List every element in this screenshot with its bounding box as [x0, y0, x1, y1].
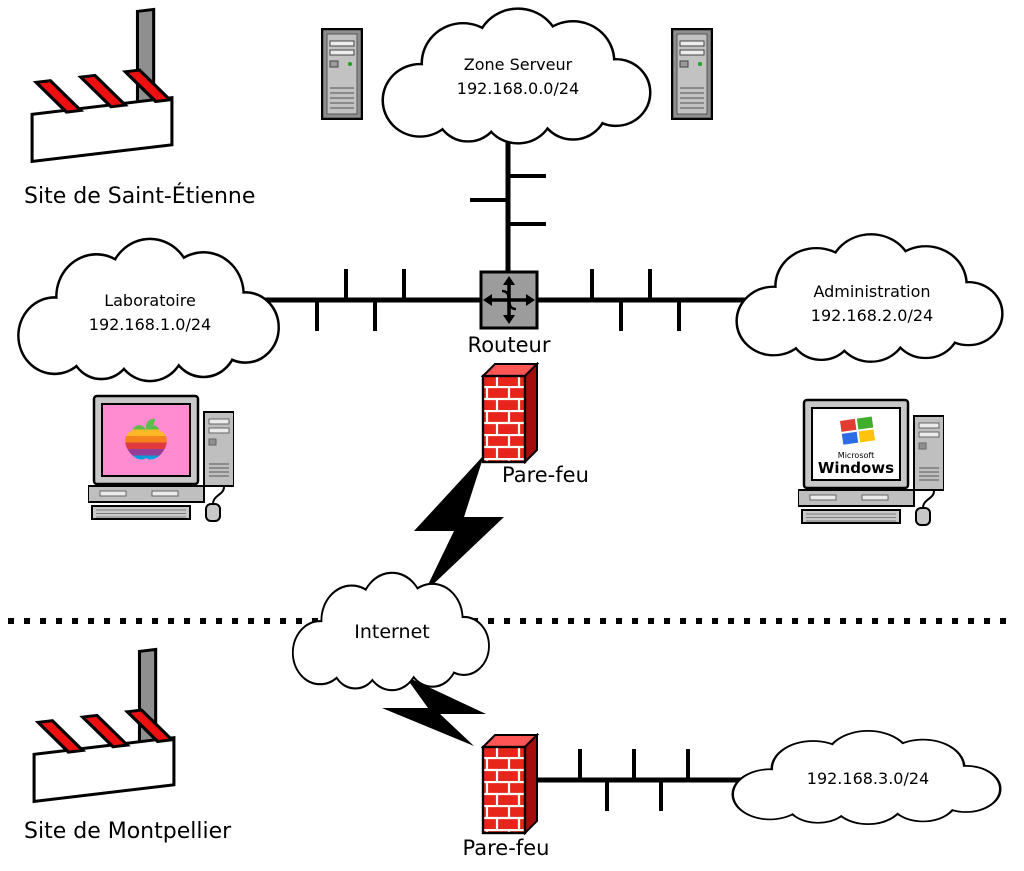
- windows-brand-text: Microsoft: [838, 451, 874, 460]
- montpellier-lan-subnet: 192.168.3.0/24: [807, 769, 929, 788]
- site-montpellier: Site de Montpellier: [24, 645, 232, 844]
- factory-icon: [30, 5, 174, 163]
- lightning-link-icon: [414, 455, 504, 593]
- firewall-icon: [481, 733, 539, 835]
- internet-name: Internet: [354, 621, 429, 643]
- cloud-administration: Administration 192.168.2.0/24: [738, 235, 1001, 360]
- laboratoire-subnet: 192.168.1.0/24: [89, 315, 211, 334]
- zone-serveur-name: Zone Serveur: [464, 55, 573, 74]
- router-s-curve-icon: [501, 289, 517, 311]
- backbone-bus-taps: [315, 269, 681, 331]
- firewall-icon: [481, 362, 539, 464]
- windows-screen: [811, 407, 901, 481]
- server-tower-icon: [671, 28, 713, 120]
- laboratoire-name: Laboratoire: [104, 291, 196, 310]
- windows-workstation: Microsoft Windows: [798, 398, 944, 527]
- windows-os-text: Windows: [818, 459, 894, 477]
- router-label: Routeur: [468, 333, 551, 357]
- zone-serveur-subnet: 192.168.0.0/24: [457, 79, 579, 98]
- cloud-zone-serveur: Zone Serveur 192.168.0.0/24: [384, 10, 649, 142]
- site-montpellier-label: Site de Montpellier: [24, 819, 232, 844]
- administration-name: Administration: [813, 282, 930, 301]
- router: Routeur: [468, 270, 551, 357]
- windows-logo-icon: [840, 416, 876, 445]
- cloud-laboratoire: Laboratoire 192.168.1.0/24: [20, 240, 278, 380]
- firewall-montpellier-label: Pare-feu: [463, 836, 550, 860]
- mac-workstation: [88, 394, 234, 523]
- apple-leaf: [145, 418, 155, 429]
- cloud-shape: [20, 240, 278, 380]
- cloud-montpellier-lan: 192.168.3.0/24: [734, 732, 999, 824]
- server-bus: [470, 140, 546, 273]
- site-saint-etienne: Site de Saint-Étienne: [24, 5, 255, 209]
- lightning-link-icon: [382, 676, 486, 746]
- montpellier-bus: [528, 749, 762, 811]
- firewall-main: Pare-feu: [481, 362, 589, 487]
- administration-subnet: 192.168.2.0/24: [811, 306, 933, 325]
- montpellier-bus-taps: [578, 749, 690, 811]
- cloud-internet: Internet: [294, 574, 488, 689]
- server-tower-icon: [321, 28, 363, 120]
- server-bus-taps: [470, 174, 546, 226]
- router-arrowheads-icon: [483, 276, 535, 324]
- cloud-shape: [384, 10, 649, 142]
- apple-logo-icon: [125, 418, 167, 460]
- firewall-main-label: Pare-feu: [502, 463, 589, 487]
- firewall-montpellier: Pare-feu: [463, 733, 550, 860]
- site-saint-etienne-label: Site de Saint-Étienne: [24, 183, 255, 209]
- factory-icon: [32, 645, 176, 803]
